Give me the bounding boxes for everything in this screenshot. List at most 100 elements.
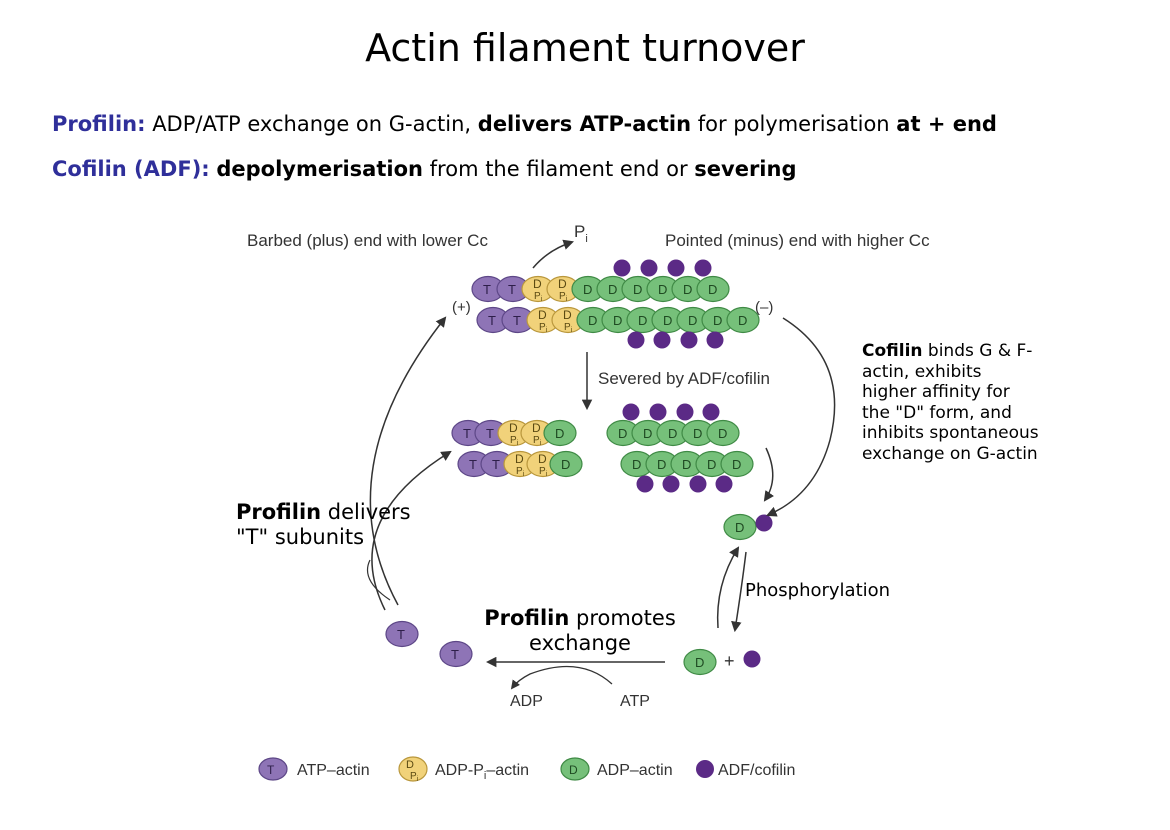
phosphorylation-label: Phosphorylation [745, 580, 891, 601]
svg-text:D: D [668, 426, 677, 441]
cofilin-definition: Cofilin (ADF): depolymerisation from the… [52, 157, 797, 181]
svg-text:D: D [693, 426, 702, 441]
svg-text:Pi: Pi [539, 466, 548, 478]
profilin-promotes-text: promotes [569, 606, 676, 630]
svg-text:D: D [613, 313, 622, 328]
profilin-promotes-line2: exchange [529, 631, 631, 655]
svg-text:D: D [532, 421, 541, 435]
svg-text:T: T [469, 457, 477, 472]
profilin-def-2: delivers ATP-actin [477, 112, 692, 136]
cofilin-dot-main-top [640, 259, 658, 277]
legend-cofilin-label: ADF/cofilin [718, 762, 795, 779]
actin-subunit-main-bottom: D [576, 306, 610, 334]
svg-text:Pi: Pi [516, 466, 525, 478]
cofilin-dot-fragment-top [649, 403, 667, 421]
svg-text:D: D [695, 655, 704, 670]
legend-adp-actin-swatch: D [560, 757, 590, 781]
pointed-end-label: Pointed (minus) end with higher Cc [665, 231, 930, 250]
cofilin-term: Cofilin (ADF): [52, 157, 210, 181]
adp-label: ADP [510, 693, 543, 710]
profilin-delivers-text: delivers [321, 500, 411, 524]
cofilin-dot-fragment-bottom [689, 475, 707, 493]
profilin-term: Profilin: [52, 112, 146, 136]
actin-subunit-main-bottom: D [726, 306, 760, 334]
severed-label: Severed by ADF/cofilin [598, 369, 770, 388]
svg-text:D: D [688, 313, 697, 328]
cofilin-note-line-1: binds G & F- [922, 341, 1033, 361]
svg-text:T: T [508, 282, 516, 297]
legend-cofilin-swatch [696, 760, 714, 778]
cofilin-def-1: depolymerisation [216, 157, 423, 181]
profilin-def-3: for polymerisation [697, 112, 890, 136]
atp-label: ATP [620, 693, 650, 710]
svg-text:D: D [683, 282, 692, 297]
svg-text:D: D [538, 308, 547, 322]
svg-text:D: D [608, 282, 617, 297]
plus-end-label: (+) [452, 299, 471, 316]
cofilin-dot-fragment-bottom [636, 475, 654, 493]
legend-adp-actin-label: ADP–actin [597, 762, 673, 779]
barbed-end-label: Barbed (plus) end with lower Cc [247, 231, 488, 250]
svg-text:D: D [643, 426, 652, 441]
delivery-arrow-second [366, 559, 391, 601]
cofilin-dot-main-bottom [706, 331, 724, 349]
actin-subunit-fragment-left-bottom: DPi [526, 450, 560, 478]
svg-text:T: T [483, 282, 491, 297]
svg-text:D: D [708, 282, 717, 297]
profilin-delivers-term: Profilin [236, 500, 322, 524]
svg-text:D: D [632, 457, 641, 472]
actin-subunit-main-bottom: D [651, 306, 685, 334]
cofilin-dot-main-bottom [653, 331, 671, 349]
actin-subunit-fragment-left-bottom: D [549, 450, 583, 478]
cofilin-dot-main-bottom [627, 331, 645, 349]
svg-text:D: D [658, 282, 667, 297]
svg-text:T: T [488, 313, 496, 328]
svg-text:T: T [492, 457, 500, 472]
cofilin-dot-complex [755, 514, 773, 532]
svg-text:D: D [555, 426, 564, 441]
svg-text:D: D [533, 277, 542, 291]
cofilin-dot-main-bottom [680, 331, 698, 349]
svg-text:D: D [583, 282, 592, 297]
svg-text:Pi: Pi [559, 291, 568, 303]
svg-text:D: D [657, 457, 666, 472]
page-title: Actin filament turnover [365, 26, 805, 70]
svg-text:D: D [569, 763, 578, 777]
actin-subunit-fragment-right-bottom: D [720, 450, 754, 478]
actin-subunit-fragment-right-top: D [681, 419, 715, 447]
pi-release-arrow [532, 239, 574, 269]
svg-text:T: T [463, 426, 471, 441]
cofilin-dot-main-top [613, 259, 631, 277]
svg-text:D: D [509, 421, 518, 435]
minus-end-label: (–) [755, 299, 773, 316]
svg-text:T: T [267, 763, 275, 777]
free-adp-actin: D [683, 648, 717, 676]
svg-text:D: D [735, 520, 744, 535]
delivery-arrow-to-filament [369, 316, 447, 606]
svg-text:D: D [618, 426, 627, 441]
actin-subunit-fragment-right-top: D [706, 419, 740, 447]
svg-text:T: T [451, 647, 459, 662]
svg-text:Pi: Pi [510, 435, 519, 447]
svg-text:D: D [558, 277, 567, 291]
cofilin-dot-main-top [667, 259, 685, 277]
cofilin-def-3: severing [694, 157, 797, 181]
svg-text:Pi: Pi [564, 322, 573, 334]
svg-text:Pi: Pi [533, 435, 542, 447]
svg-text:T: T [486, 426, 494, 441]
svg-text:D: D [738, 313, 747, 328]
svg-text:D: D [663, 313, 672, 328]
svg-text:D: D [588, 313, 597, 328]
legend-adp-pi-actin-swatch: D Pi [398, 756, 428, 783]
actin-subunit-fragment-left-bottom: DPi [503, 450, 537, 478]
svg-text:D: D [638, 313, 647, 328]
cofilin-note-term: Cofilin [862, 341, 923, 361]
profilin-def-4: at + end [896, 112, 997, 136]
svg-text:D: D [713, 313, 722, 328]
actin-subunit-fragment-left-top: DPi [520, 419, 554, 447]
adp-actin-cofilin-complex: D [723, 513, 757, 541]
cofilin-dot-main-top [694, 259, 712, 277]
